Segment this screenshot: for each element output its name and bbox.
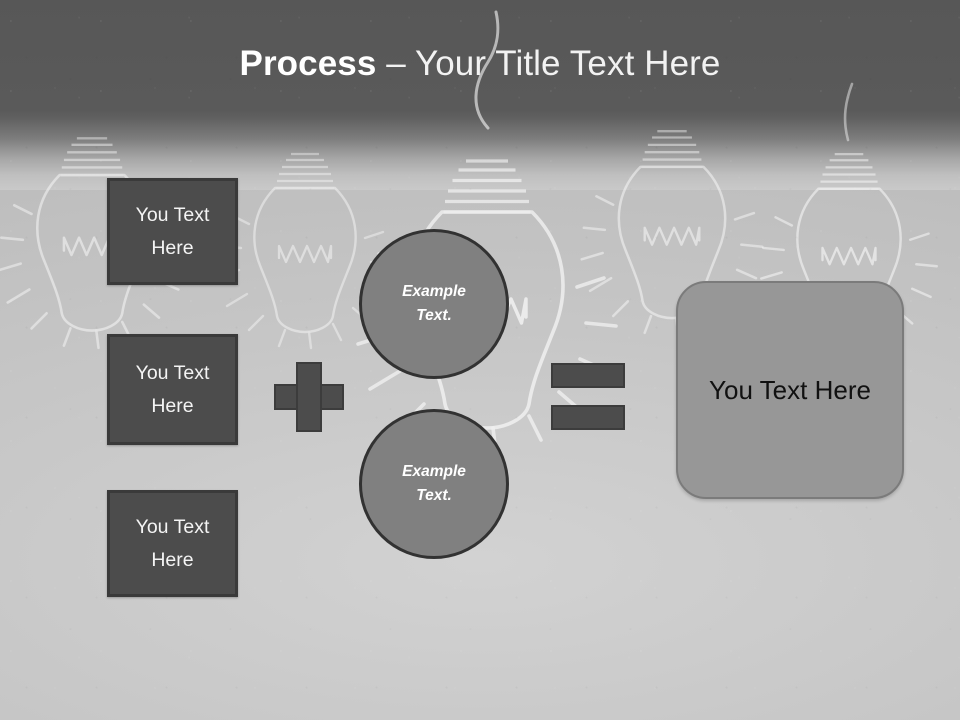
title-rest-part: – Your Title Text Here [376,44,721,83]
plus-center-fill [298,386,320,408]
title-strong-part: Process [239,44,377,83]
plus-icon [274,362,344,432]
page-title: Process – Your Title Text Here [0,44,960,84]
result-box[interactable]: You Text Here [676,281,904,499]
equals-icon [551,363,625,430]
background-top-band [0,0,960,190]
equals-top-bar [551,363,625,388]
result-box-label: You Text Here [709,374,871,405]
equals-bottom-bar [551,405,625,430]
